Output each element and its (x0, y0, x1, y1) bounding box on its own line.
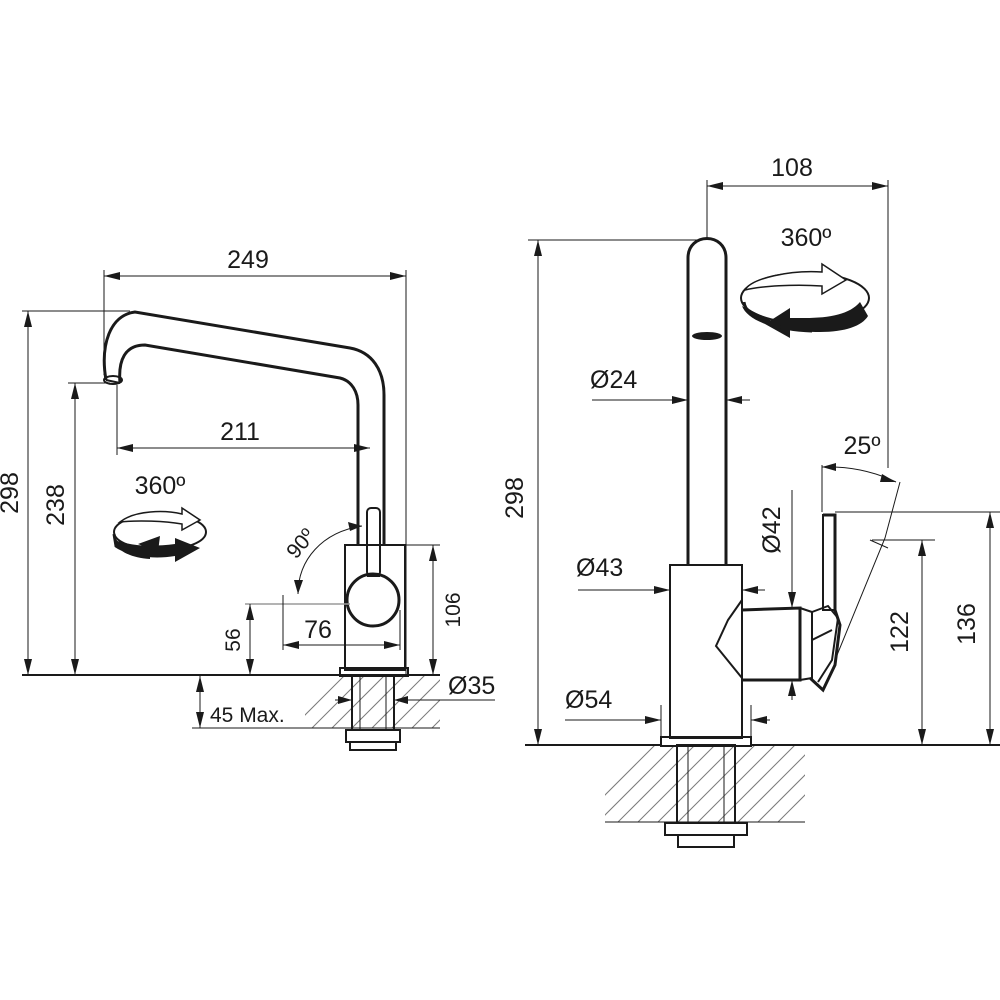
dim-right-body-diameter-label: Ø43 (576, 554, 623, 582)
dim-right-spout-offset (706, 180, 889, 468)
dim-left-lever-height (246, 604, 254, 675)
dim-left-spout-reach (116, 385, 370, 455)
dim-left-overall-height-label: 298 (0, 472, 24, 514)
right-view: 360º 108 298 Ø24 (501, 154, 1000, 848)
dim-right-lever-top-height-label: 136 (953, 603, 981, 645)
left-worktop-section (22, 674, 440, 751)
dim-left-lever-depth-label: 76 (304, 616, 332, 644)
dim-right-lever-angle (821, 463, 897, 512)
dim-left-overall-width-label: 249 (227, 246, 269, 274)
dim-left-deck-thickness-label: 45 Max. (210, 704, 285, 727)
dim-left-overall-height (22, 310, 130, 675)
dim-left-lever-height-label: 56 (222, 628, 245, 651)
dim-left-shank-diameter-label: Ø35 (448, 672, 495, 700)
dim-left-spout-reach-label: 211 (220, 418, 260, 446)
dim-right-base-diameter (565, 705, 770, 737)
dim-right-lever-angle-label: 25º (844, 432, 881, 460)
dim-left-body-height (405, 544, 440, 675)
left-view: 360º 249 211 298 (0, 246, 495, 751)
dim-left-spout-height (68, 382, 110, 675)
dim-right-overall-height (528, 239, 700, 745)
dim-right-spout-offset-label: 108 (771, 154, 813, 182)
right-rotation-label: 360º (781, 224, 832, 252)
dim-right-base-diameter-label: Ø54 (565, 686, 612, 714)
right-tap-body (660, 481, 901, 747)
dim-left-deck-thickness (192, 676, 305, 729)
dim-right-lever-top-height (835, 511, 1000, 745)
dim-right-overall-height-label: 298 (501, 477, 529, 519)
dim-right-spout-diameter (592, 396, 750, 404)
dim-left-body-height-label: 106 (442, 592, 465, 627)
dim-left-spout-height-label: 238 (42, 484, 70, 526)
dim-right-lever-diameter-label: Ø42 (758, 506, 786, 553)
dim-left-lever-angle (294, 522, 363, 595)
right-tap-spout (686, 237, 728, 565)
left-rotation-label: 360º (135, 472, 186, 500)
dim-right-spout-diameter-label: Ø24 (590, 366, 637, 394)
dim-left-overall-width (103, 270, 407, 675)
dim-right-lever-diameter (788, 490, 796, 700)
dim-right-lever-low-height-label: 122 (886, 611, 914, 653)
dim-left-lever-depth (245, 595, 401, 650)
right-rotation-icon (740, 262, 870, 338)
left-rotation-icon (112, 506, 207, 562)
dim-left-shank-diameter (335, 696, 495, 704)
dim-right-lever-low-height (872, 539, 935, 745)
dim-left-lever-angle-label: 90º (282, 524, 320, 563)
right-worktop-section (525, 744, 1000, 848)
dim-right-body-diameter (578, 586, 765, 594)
left-tap-body (102, 310, 409, 677)
